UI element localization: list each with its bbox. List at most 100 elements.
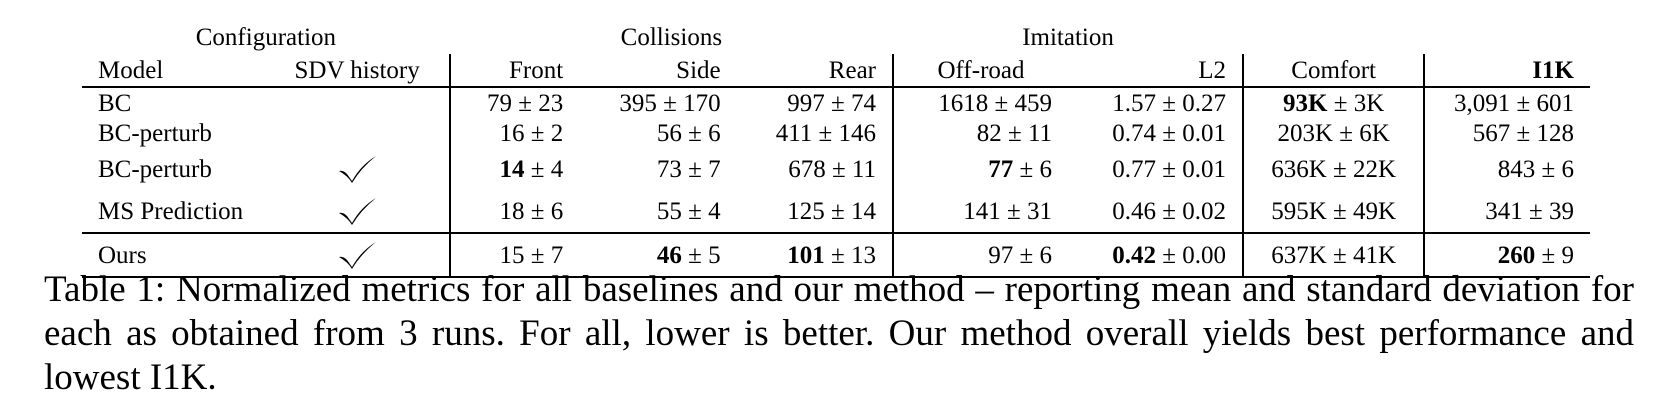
cell-model: Ours xyxy=(82,232,266,278)
cell-mean: 77 xyxy=(988,155,1014,183)
cell-std: 0.02 xyxy=(1182,197,1227,225)
cell-front: 18 ± 6 xyxy=(448,190,580,233)
plus-minus-symbol: ± xyxy=(530,119,545,147)
plus-minus-symbol: ± xyxy=(530,155,545,183)
cell-mean: 260 xyxy=(1497,241,1536,269)
cell-std: 3K xyxy=(1353,89,1385,117)
col-l2: L2 xyxy=(1068,54,1244,88)
cell-std: 459 xyxy=(1014,89,1053,117)
plus-minus-symbol: ± xyxy=(831,241,845,269)
cell-i1k: 341 ± 39 xyxy=(1423,190,1590,233)
plus-minus-symbol: ± xyxy=(1541,241,1556,269)
cell-std: 39 xyxy=(1549,197,1574,225)
plus-minus-symbol: ± xyxy=(530,197,545,225)
plus-minus-symbol: ± xyxy=(1516,119,1531,147)
plus-minus-symbol: ± xyxy=(1019,155,1034,183)
cell-mean: 636K xyxy=(1271,155,1327,183)
cell-sdv-history xyxy=(265,118,449,148)
cell-sdv-history xyxy=(265,148,449,190)
plus-minus-symbol: ± xyxy=(818,119,833,147)
col-side: Side xyxy=(579,54,737,88)
plus-minus-symbol: ± xyxy=(1529,197,1543,225)
cell-mean: 595K xyxy=(1271,197,1327,225)
cell-rear: 411 ± 146 xyxy=(737,118,893,148)
cell-std: 7 xyxy=(550,241,564,269)
plus-minus-symbol: ± xyxy=(1162,155,1177,183)
plus-minus-symbol: ± xyxy=(530,241,545,269)
column-header-row: Model SDV history Front Side Rear Off-ro… xyxy=(82,54,1590,88)
cell-i1k: 567 ± 128 xyxy=(1423,118,1590,148)
cell-std: 6 xyxy=(1039,155,1053,183)
cell-side: 46 ± 5 xyxy=(579,232,737,278)
cell-mean: 203K xyxy=(1277,119,1334,147)
cell-mean: 1618 xyxy=(938,89,989,117)
plus-minus-symbol: ± xyxy=(831,89,845,117)
plus-minus-symbol: ± xyxy=(1162,89,1177,117)
checkmark-icon xyxy=(339,198,377,225)
cell-front: 14 ± 4 xyxy=(448,148,580,190)
cell-mean: 55 xyxy=(656,197,682,225)
cell-std: 11 xyxy=(851,155,876,183)
cell-mean: 0.77 xyxy=(1112,155,1157,183)
cell-mean: 73 xyxy=(656,155,682,183)
cell-model: BC xyxy=(98,89,132,117)
cell-std: 0.01 xyxy=(1182,155,1227,183)
checkmark-icon xyxy=(339,242,377,269)
cell-mean: 15 xyxy=(499,241,525,269)
col-front: Front xyxy=(448,54,580,88)
group-header-row: Configuration Collisions Imitation xyxy=(82,20,1590,54)
cell-l2: 0.46 ± 0.02 xyxy=(1068,190,1243,233)
cell-i1k: 843 ± 6 xyxy=(1423,148,1590,190)
cell-front: 79 ± 23 xyxy=(448,87,580,118)
col-sdv-history: SDV history xyxy=(265,54,450,88)
plus-minus-symbol: ± xyxy=(1007,119,1022,147)
cell-std: 74 xyxy=(851,89,876,117)
cell-std: 4 xyxy=(708,197,721,225)
plus-minus-symbol: ± xyxy=(1333,89,1348,117)
cell-comfort: 636K ± 22K xyxy=(1242,148,1425,190)
cell-mean: 411 xyxy=(775,119,813,147)
cell-mean: 93K xyxy=(1283,89,1328,117)
cell-off-road: 141 ± 31 xyxy=(891,190,1069,233)
cell-front: 15 ± 7 xyxy=(448,232,580,278)
cell-std: 14 xyxy=(851,197,876,225)
cell-model: BC-perturb xyxy=(98,155,212,183)
cell-off-road: 1618 ± 459 xyxy=(891,87,1069,118)
cell-std: 4 xyxy=(550,155,564,183)
group-collisions: Collisions xyxy=(620,23,723,51)
plus-minus-symbol: ± xyxy=(1339,119,1353,147)
col-comfort: Comfort xyxy=(1242,54,1425,88)
plus-minus-symbol: ± xyxy=(1162,119,1177,147)
plus-minus-symbol: ± xyxy=(1333,155,1347,183)
cell-mean: 567 xyxy=(1472,119,1511,147)
cell-sdv-history xyxy=(265,190,449,233)
cell-mean: 125 xyxy=(787,197,825,225)
cell-off-road: 82 ± 11 xyxy=(891,118,1069,148)
cell-mean: 637K xyxy=(1271,241,1327,269)
cell-mean: 101 xyxy=(787,241,825,269)
cell-mean: 16 xyxy=(499,119,525,147)
cell-mean: 18 xyxy=(499,197,525,225)
cell-std: 6 xyxy=(708,119,721,147)
plus-minus-symbol: ± xyxy=(663,89,677,117)
cell-std: 5 xyxy=(708,241,721,269)
cell-mean: 1.57 xyxy=(1112,89,1157,117)
cell-rear: 125 ± 14 xyxy=(737,190,893,233)
plus-minus-symbol: ± xyxy=(1019,241,1034,269)
cell-model: BC-perturb xyxy=(98,119,212,147)
cell-rear: 997 ± 74 xyxy=(737,87,893,118)
cell-std: 146 xyxy=(838,119,877,147)
plus-minus-symbol: ± xyxy=(1007,197,1021,225)
cell-std: 6 xyxy=(550,197,564,225)
cell-std: 170 xyxy=(683,89,721,117)
plus-minus-symbol: ± xyxy=(688,241,702,269)
cell-std: 128 xyxy=(1536,119,1575,147)
results-table: Configuration Collisions Imitation Model… xyxy=(82,20,1590,278)
plus-minus-symbol: ± xyxy=(1333,241,1347,269)
cell-sdv-history xyxy=(265,232,450,278)
cell-std: 11 xyxy=(1027,119,1053,147)
col-rear: Rear xyxy=(736,54,893,88)
